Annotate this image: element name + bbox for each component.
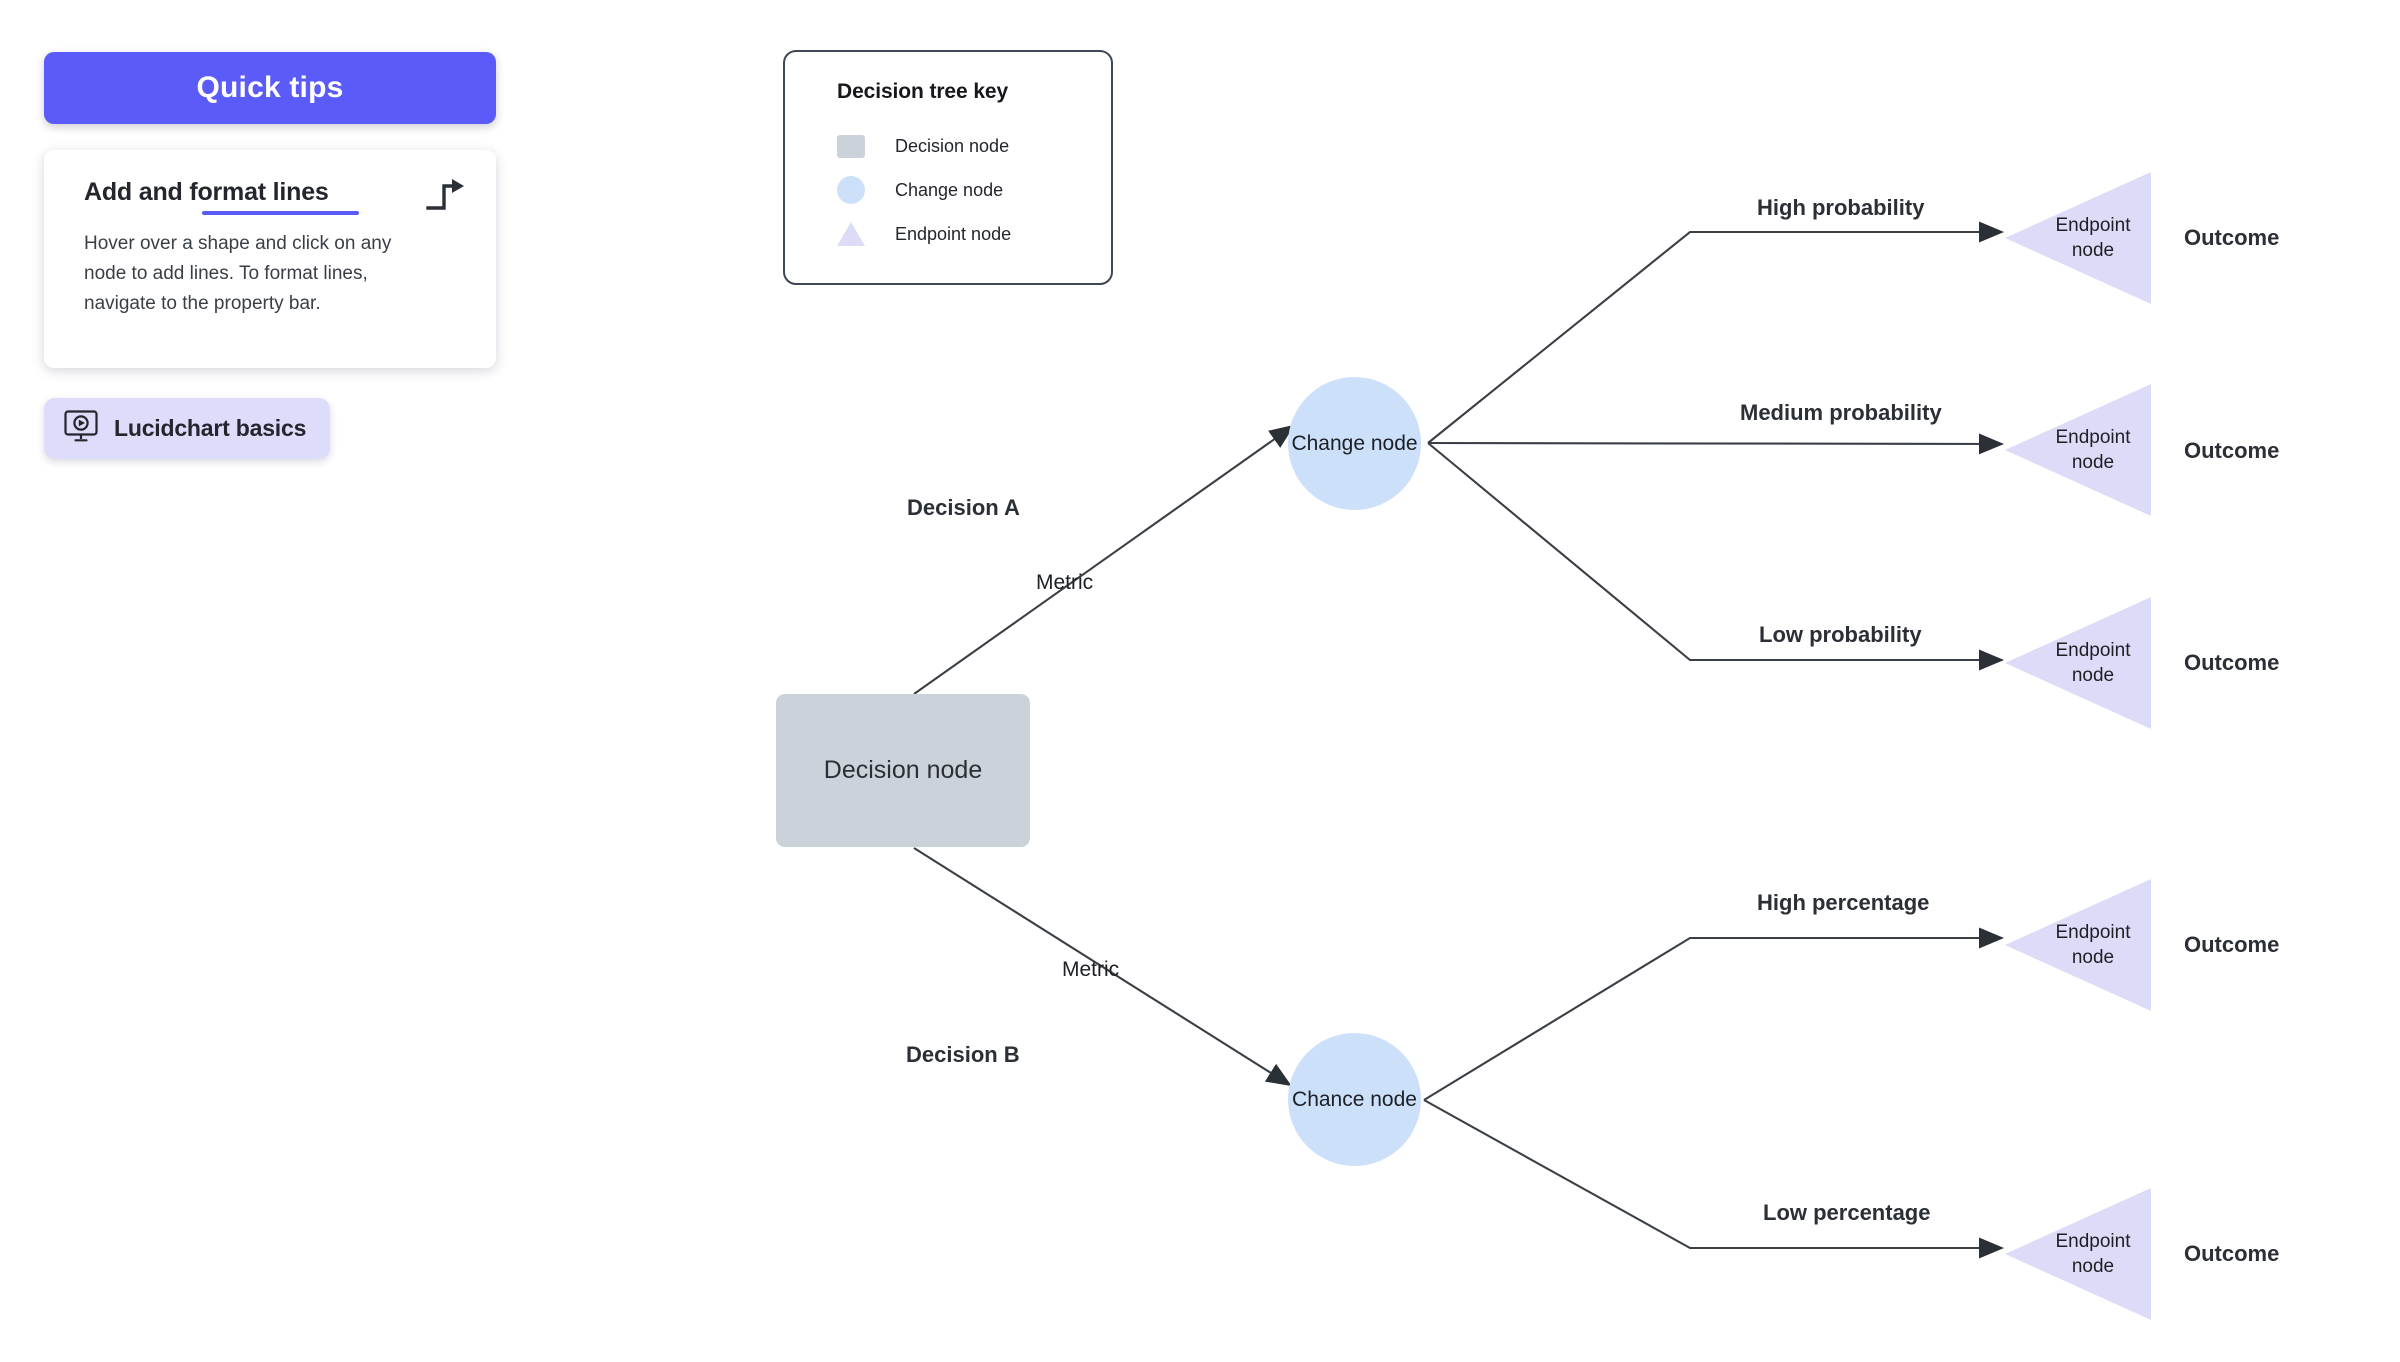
- elbow-line-arrow-icon: [424, 174, 466, 216]
- endpoint-node-label: Endpoint node: [2055, 1230, 2131, 1277]
- key-item-decision-node: Decision node: [837, 124, 1111, 168]
- decision-node-swatch-icon: [837, 134, 877, 158]
- change-node-label: Change node: [1291, 431, 1418, 455]
- decision-node-label: Decision node: [823, 756, 983, 784]
- key-item-label: Decision node: [895, 135, 1010, 156]
- branch-label-high-percentage: High percentage: [1757, 890, 1930, 915]
- branch-label-decision-a: Decision A: [907, 495, 1020, 520]
- key-item-label: Endpoint node: [895, 223, 1012, 244]
- endpoint-node[interactable]: Endpoint node: [2005, 1188, 2151, 1320]
- tip-title-wrap: Add and format lines: [84, 178, 359, 215]
- endpoint-node-label: Endpoint node: [2055, 921, 2131, 968]
- edge-root-to-change-node: [913, 424, 1295, 695]
- monitor-play-icon: [64, 410, 98, 447]
- decision-node[interactable]: Decision node: [776, 694, 1030, 847]
- branch-label-high-probability: High probability: [1757, 195, 1925, 220]
- chance-node[interactable]: Chance node: [1288, 1033, 1421, 1166]
- quick-tips-button-label: Quick tips: [196, 71, 344, 104]
- quick-tips-panel: Quick tips Add and format lines Hover ov…: [44, 52, 496, 459]
- edge-change-to-endpoint-2: [1427, 433, 2005, 455]
- branch-label-low-probability: Low probability: [1759, 622, 1922, 647]
- outcome-label: Outcome: [2184, 438, 2280, 463]
- change-node-swatch-icon: [837, 176, 877, 204]
- lucidchart-basics-chip[interactable]: Lucidchart basics: [44, 398, 331, 459]
- endpoint-node[interactable]: Endpoint node: [2005, 597, 2151, 729]
- branch-label-medium-probability: Medium probability: [1740, 400, 1942, 425]
- edge-chance-to-endpoint-4: [1423, 927, 2005, 1101]
- branch-label-low-percentage: Low percentage: [1763, 1200, 1931, 1225]
- tip-title: Add and format lines: [84, 178, 329, 206]
- outcome-label: Outcome: [2184, 650, 2280, 675]
- edge-label-metric-a: Metric: [1036, 571, 1094, 594]
- endpoint-node-swatch-icon: [837, 222, 877, 246]
- endpoint-node-label: Endpoint node: [2055, 214, 2131, 261]
- outcome-label: Outcome: [2184, 1241, 2280, 1266]
- key-item-change-node: Change node: [837, 168, 1111, 212]
- endpoint-node-label: Endpoint node: [2055, 639, 2131, 686]
- change-node[interactable]: Change node: [1288, 377, 1421, 510]
- tip-body: Hover over a shape and click on any node…: [84, 233, 392, 315]
- endpoint-node[interactable]: Endpoint node: [2005, 384, 2151, 516]
- key-item-endpoint-node: Endpoint node: [837, 212, 1111, 256]
- outcome-label: Outcome: [2184, 932, 2280, 957]
- key-item-label: Change node: [895, 179, 1004, 200]
- branch-label-decision-b: Decision B: [906, 1042, 1020, 1067]
- chance-node-label: Chance node: [1292, 1087, 1417, 1111]
- decision-tree-key-panel: Decision tree key Decision node Change n…: [783, 50, 1113, 285]
- tip-title-underline: [202, 211, 359, 215]
- endpoint-node[interactable]: Endpoint node: [2005, 879, 2151, 1011]
- edge-label-metric-b: Metric: [1062, 958, 1120, 981]
- tip-card: Add and format lines Hover over a shape …: [44, 150, 496, 368]
- key-title: Decision tree key: [837, 80, 1009, 103]
- endpoint-node[interactable]: Endpoint node: [2005, 172, 2151, 304]
- outcome-label: Outcome: [2184, 225, 2280, 250]
- quick-tips-button[interactable]: Quick tips: [44, 52, 496, 124]
- lucidchart-basics-label: Lucidchart basics: [114, 415, 307, 441]
- endpoint-node-label: Endpoint node: [2055, 426, 2131, 473]
